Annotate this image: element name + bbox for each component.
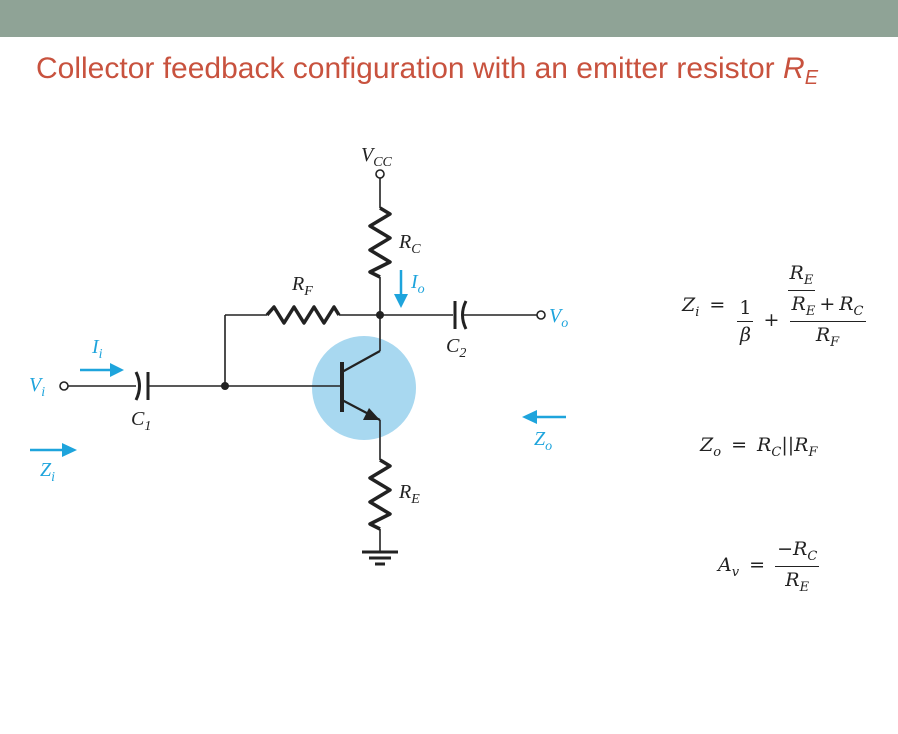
- rf-label: RF: [291, 273, 313, 299]
- zi-eq-denominator: 1 β + RE+RC RF: [735, 291, 867, 350]
- c1-plate-left: [134, 371, 141, 401]
- c2-plate-right: [461, 300, 468, 330]
- io-label: Io: [410, 271, 425, 297]
- top-bar: [0, 0, 898, 37]
- slide-title-text: Collector feedback configuration with an…: [36, 52, 784, 85]
- rc-label: RC: [398, 231, 421, 257]
- zo-arrow-head: [522, 410, 537, 424]
- vcc-terminal: [375, 169, 385, 179]
- ii-label: Ii: [91, 336, 103, 362]
- slide-title-sub: E: [804, 67, 819, 89]
- junction-base: [221, 382, 229, 390]
- zi-eq-plus: +: [763, 309, 780, 332]
- zo-eq-lhs: Zo: [700, 434, 722, 460]
- av-eq-lhs: Av: [718, 554, 740, 581]
- vi-label: Vi: [29, 374, 45, 400]
- emitter-arrow: [363, 408, 380, 420]
- zi-eq-fraction: RE 1 β + RE+RC RF: [735, 262, 867, 349]
- zi-equation: Zi = RE 1 β + RE+RC RF: [682, 262, 868, 349]
- zo-eq-equals: =: [731, 434, 747, 456]
- c1-label: C1: [131, 408, 151, 434]
- av-eq-numerator: −RC: [775, 538, 820, 567]
- rc-resistor: [368, 206, 392, 279]
- re-label: RE: [398, 481, 420, 507]
- zi-eq-numerator: RE: [787, 262, 816, 291]
- zi-label: Zi: [40, 459, 55, 485]
- re-resistor: [368, 458, 392, 531]
- vi-terminal: [59, 381, 69, 391]
- transistor-highlight: [312, 336, 416, 440]
- av-equation: Av = −RC RE: [718, 538, 820, 595]
- vo-terminal: [536, 310, 546, 320]
- slide-title-var: R: [783, 52, 805, 85]
- zi-eq-inner-fraction: RE+RC RF: [789, 292, 866, 350]
- zi-eq-lhs: Zi: [682, 293, 700, 320]
- zo-equation: Zo = RC||RF: [700, 434, 817, 460]
- slide-title: Collector feedback configuration with an…: [36, 52, 818, 90]
- zi-eq-equals: =: [709, 293, 726, 316]
- rf-resistor: [265, 305, 341, 325]
- ii-arrow-head: [110, 363, 124, 377]
- zo-eq-rhs: RC||RF: [757, 434, 818, 460]
- io-arrow-head: [394, 294, 408, 308]
- av-eq-denominator: RE: [785, 568, 810, 595]
- av-eq-equals: =: [749, 554, 766, 577]
- transistor-collector-leg: [341, 350, 381, 373]
- av-eq-fraction: −RC RE: [775, 538, 820, 595]
- zi-arrow-head: [62, 443, 77, 457]
- c2-label: C2: [446, 335, 466, 361]
- zo-label: Zo: [534, 428, 552, 454]
- vcc-label: VCC: [361, 144, 393, 170]
- zi-eq-one-over-beta: 1 β: [737, 296, 754, 346]
- junction-collector: [376, 311, 384, 319]
- vo-label: Vo: [549, 305, 568, 331]
